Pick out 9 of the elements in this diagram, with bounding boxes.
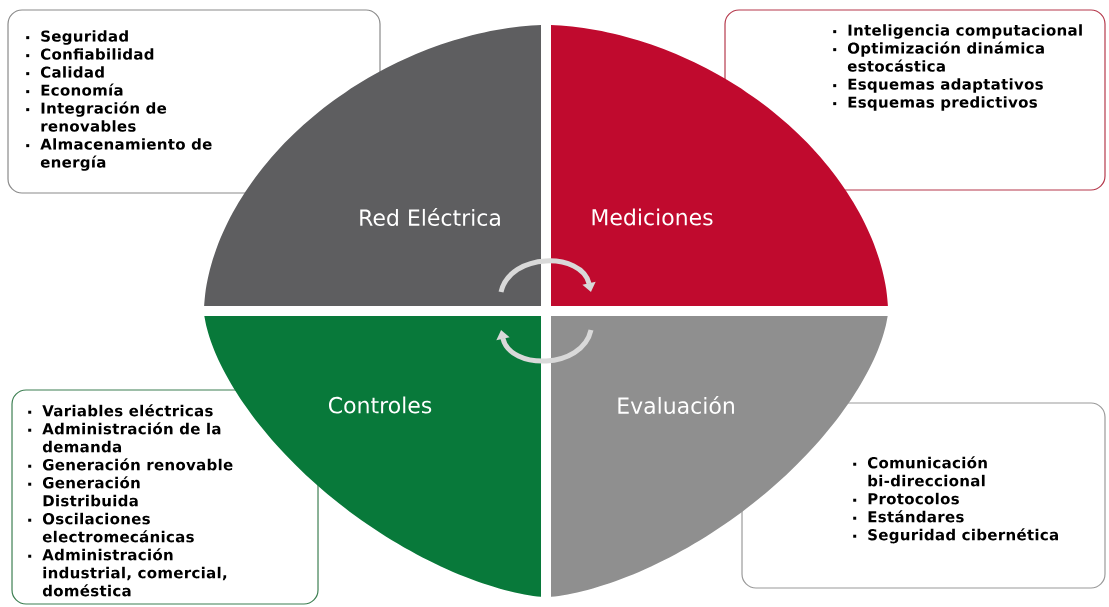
list-item: Oscilaciones electromecánicas: [28, 512, 194, 543]
cycle-arrow: [498, 258, 596, 293]
list-item: Economía: [26, 83, 123, 96]
list-item: Generación Distribuida: [28, 476, 140, 507]
list-item: Calidad: [26, 66, 104, 78]
list-item: Integración de renovables: [26, 101, 167, 132]
list-item: Seguridad: [26, 30, 128, 45]
list-item: Confiabilidad: [26, 48, 154, 60]
cycle-arrow: [496, 329, 594, 364]
